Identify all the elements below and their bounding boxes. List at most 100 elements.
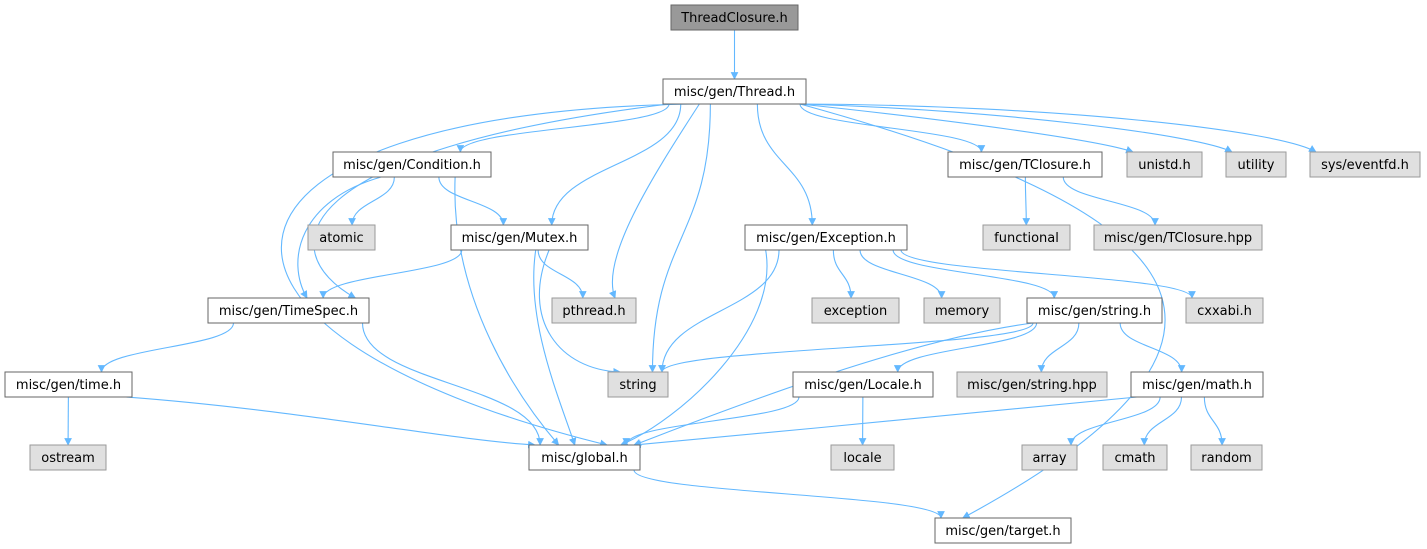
node-box[interactable] (1026, 297, 1163, 324)
node-box (551, 297, 637, 324)
edge-exception_h-to-exception (832, 249, 855, 299)
edge-line (799, 103, 1166, 519)
node-exception: exception (811, 297, 900, 324)
node-label: misc/gen/math.h (1142, 378, 1252, 393)
node-pthread: pthread.h (551, 297, 637, 324)
edge-mutex-to-timespec (319, 249, 463, 299)
node-box[interactable] (662, 78, 807, 105)
edge-mutex-to-string (539, 249, 621, 376)
node-box[interactable] (332, 151, 492, 178)
edge-line (456, 103, 670, 153)
node-box (923, 297, 1001, 324)
edge-condition-to-global (454, 176, 560, 446)
edge-mutex-to-pthread (537, 249, 587, 299)
edge-thread-to-condition (456, 103, 670, 153)
node-memory: memory (923, 297, 1001, 324)
node-box[interactable] (528, 444, 641, 471)
node-label: random (1201, 451, 1251, 466)
node-box[interactable] (450, 224, 589, 251)
edge-exception_h-to-cxxabi (900, 249, 1196, 299)
node-label: misc/gen/Exception.h (756, 231, 896, 246)
node-box (307, 224, 376, 251)
edge-time_h-to-global (125, 396, 536, 449)
edge-line (348, 176, 395, 226)
node-label: misc/global.h (541, 451, 628, 466)
node-label: misc/gen/TClosure.hpp (1104, 231, 1252, 246)
node-locale: locale (830, 444, 895, 471)
edge-tclosure-to-tclosure_hpp (1062, 176, 1159, 226)
node-time_h[interactable]: misc/gen/time.h (4, 371, 133, 398)
node-target[interactable]: misc/gen/target.h (934, 517, 1072, 544)
node-exception_h[interactable]: misc/gen/Exception.h (744, 224, 908, 251)
node-tclosure_hpp: misc/gen/TClosure.hpp (1093, 224, 1263, 251)
node-label: misc/gen/target.h (945, 524, 1060, 539)
node-box[interactable] (792, 371, 934, 398)
node-box (607, 371, 669, 398)
node-box[interactable] (670, 4, 799, 31)
node-label: misc/gen/TClosure.h (959, 158, 1091, 173)
node-box (1102, 444, 1168, 471)
node-box (956, 371, 1108, 398)
node-box (1021, 444, 1078, 471)
node-box (1225, 151, 1287, 178)
edge-thread-to-global (280, 103, 698, 448)
edge-string_h-to-string_hpp (1037, 322, 1080, 373)
node-cxxabi: cxxabi.h (1185, 297, 1264, 324)
edge-tclosure-to-functional (1022, 176, 1031, 226)
edge-line (438, 176, 508, 226)
node-box (830, 444, 895, 471)
node-box[interactable] (947, 151, 1103, 178)
edge-math_h-to-cmath (1140, 396, 1183, 446)
node-box (982, 224, 1071, 251)
node-label: misc/gen/string.h (1038, 304, 1151, 319)
node-locale_h[interactable]: misc/gen/Locale.h (792, 371, 934, 398)
edge-thread-to-pthread (608, 103, 700, 299)
node-tclosure[interactable]: misc/gen/TClosure.h (947, 151, 1103, 178)
edge-line (97, 322, 235, 373)
edge-line (1119, 322, 1186, 373)
node-box (1093, 224, 1263, 251)
edge-line (547, 103, 682, 226)
node-global[interactable]: misc/global.h (528, 444, 641, 471)
node-label: cmath (1114, 451, 1155, 466)
node-math_h[interactable]: misc/gen/math.h (1130, 371, 1264, 398)
edge-line (622, 396, 800, 446)
node-threadclosure[interactable]: ThreadClosure.h (670, 4, 799, 31)
node-mutex[interactable]: misc/gen/Mutex.h (450, 224, 589, 251)
edge-line (313, 103, 670, 299)
edge-line (454, 176, 560, 446)
node-label: misc/gen/time.h (16, 378, 121, 393)
node-box[interactable] (207, 297, 370, 324)
edge-exception_h-to-memory (859, 249, 946, 299)
node-label: unistd.h (1138, 158, 1191, 173)
edge-line (297, 176, 382, 299)
node-label: locale (843, 451, 881, 466)
node-atomic: atomic (307, 224, 376, 251)
edge-line (1067, 396, 1161, 446)
node-condition[interactable]: misc/gen/Condition.h (332, 151, 492, 178)
edge-math_h-to-random (1203, 396, 1226, 446)
node-string_h[interactable]: misc/gen/string.h (1026, 297, 1163, 324)
edge-line (280, 103, 698, 448)
node-box[interactable] (4, 371, 133, 398)
node-box[interactable] (1130, 371, 1264, 398)
edge-line (648, 103, 711, 373)
edge-thread-to-string (648, 103, 711, 373)
edge-thread-to-eventfd (799, 103, 1317, 153)
node-box[interactable] (934, 517, 1072, 544)
node-label: atomic (319, 231, 363, 246)
node-label: array (1032, 451, 1066, 466)
edge-line (319, 249, 463, 299)
node-box (1185, 297, 1264, 324)
edge-timespec-to-time_h (97, 322, 235, 373)
edge-line (537, 249, 587, 299)
node-thread[interactable]: misc/gen/Thread.h (662, 78, 807, 105)
edge-math_h-to-global (633, 396, 1138, 449)
edge-line (900, 249, 1196, 299)
node-label: ThreadClosure.h (680, 11, 788, 26)
node-timespec[interactable]: misc/gen/TimeSpec.h (207, 297, 370, 324)
node-unistd: unistd.h (1126, 151, 1203, 178)
node-box[interactable] (744, 224, 908, 251)
edge-line (1037, 322, 1080, 373)
node-utility: utility (1225, 151, 1287, 178)
